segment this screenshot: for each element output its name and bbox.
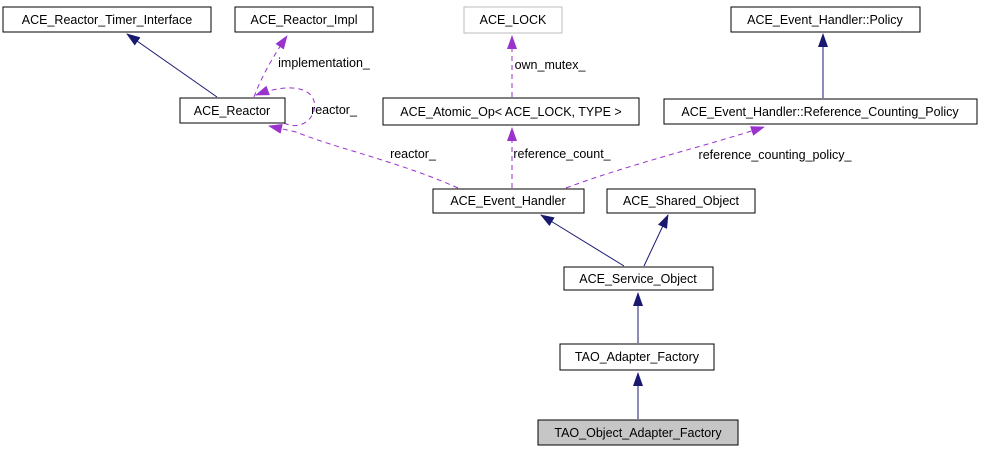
node-ace-reactor-box: [179, 97, 286, 124]
node-ace-atomic-op-label: ACE_Atomic_Op< ACE_LOCK, TYPE >: [400, 105, 621, 119]
edge-inheritance-service-object-to-event-handler: [540, 214, 625, 267]
node-ace-service-object-box: [563, 266, 714, 291]
node-tao-object-adapter-factory: TAO_Object_Adapter_Factory: [537, 419, 739, 446]
node-ace-reactor-impl[interactable]: ACE_Reactor_Impl: [234, 6, 374, 33]
edge-inheritance-service-object-to-shared-object: [643, 214, 669, 267]
node-ace-atomic-op[interactable]: ACE_Atomic_Op< ACE_LOCK, TYPE >: [382, 97, 640, 126]
node-ace-reactor-impl-box: [234, 6, 374, 33]
node-ace-reference-counting-policy-box: [663, 98, 978, 125]
node-ace-lock: ACE_LOCK: [463, 6, 563, 34]
node-ace-reactor-timer-interface[interactable]: ACE_Reactor_Timer_Interface: [2, 6, 212, 33]
node-ace-event-handler-policy[interactable]: ACE_Event_Handler::Policy: [730, 6, 921, 33]
edge-label-reactor: reactor_: [390, 147, 437, 161]
node-ace-lock-box: [463, 6, 563, 34]
edge-label-reactor-self: reactor_: [311, 103, 358, 117]
node-tao-object-adapter-factory-box: [537, 419, 739, 446]
node-ace-service-object[interactable]: ACE_Service_Object: [563, 266, 714, 291]
node-ace-lock-label: ACE_LOCK: [480, 13, 547, 27]
node-ace-reactor-timer-interface-box: [2, 6, 212, 33]
edge-label-implementation: implementation_: [278, 56, 371, 70]
node-ace-shared-object-label: ACE_Shared_Object: [623, 194, 740, 208]
node-ace-event-handler-label: ACE_Event_Handler: [450, 194, 565, 208]
edge-label-own-mutex: own_mutex_: [515, 58, 587, 72]
node-ace-shared-object[interactable]: ACE_Shared_Object: [606, 188, 756, 214]
node-ace-event-handler[interactable]: ACE_Event_Handler: [432, 188, 585, 214]
edge-inheritance-reactor-to-timer-interface: [126, 33, 218, 98]
node-tao-adapter-factory-label: TAO_Adapter_Factory: [575, 350, 700, 364]
edge-usage-implementation: [253, 35, 288, 98]
node-ace-event-handler-policy-label: ACE_Event_Handler::Policy: [747, 13, 903, 27]
node-ace-event-handler-box: [432, 188, 585, 214]
edge-label-reference-counting-policy: reference_counting_policy_: [699, 148, 853, 162]
edge-usage-reference-counting-policy: [565, 126, 765, 189]
node-tao-object-adapter-factory-label: TAO_Object_Adapter_Factory: [554, 426, 722, 440]
edge-label-reference-count: reference_count_: [513, 147, 611, 161]
node-ace-atomic-op-box: [382, 97, 640, 126]
node-ace-service-object-label: ACE_Service_Object: [579, 272, 697, 286]
node-ace-reactor-timer-interface-label: ACE_Reactor_Timer_Interface: [22, 13, 192, 27]
node-ace-event-handler-policy-box: [730, 6, 921, 33]
node-tao-adapter-factory-box: [559, 343, 715, 371]
node-ace-reactor-label: ACE_Reactor: [194, 104, 270, 118]
edge-usage-reactor-self-loop: [255, 85, 316, 126]
node-ace-reference-counting-policy[interactable]: ACE_Event_Handler::Reference_Counting_Po…: [663, 98, 978, 125]
node-ace-reactor[interactable]: ACE_Reactor: [179, 97, 286, 124]
node-ace-reactor-impl-label: ACE_Reactor_Impl: [251, 13, 358, 27]
node-ace-shared-object-box: [606, 188, 756, 214]
node-tao-adapter-factory[interactable]: TAO_Adapter_Factory: [559, 343, 715, 371]
node-ace-reference-counting-policy-label: ACE_Event_Handler::Reference_Counting_Po…: [681, 105, 959, 119]
edge-usage-reactor: [268, 123, 459, 189]
